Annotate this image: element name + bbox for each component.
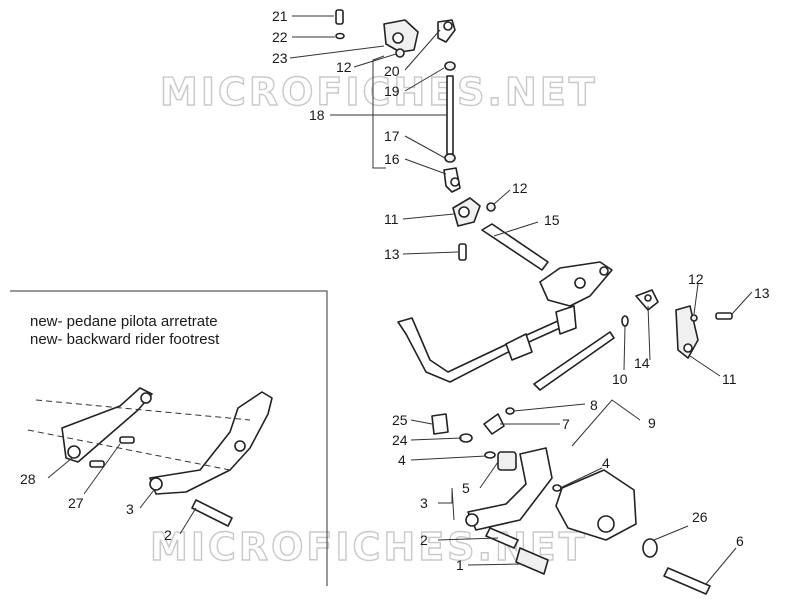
label-25: 25 <box>392 412 408 428</box>
label-7: 7 <box>562 416 570 432</box>
label-12: 12 <box>336 59 352 75</box>
label-15: 15 <box>544 212 560 228</box>
label-4: 4 <box>398 452 406 468</box>
rear-subframe <box>397 261 613 383</box>
new-footrest-parts <box>27 387 273 527</box>
label-10: 10 <box>612 371 628 387</box>
label-4: 4 <box>602 455 610 471</box>
label-21: 21 <box>272 8 288 24</box>
part-labels: 21 22 23 12 20 19 18 17 16 12 11 15 13 1… <box>20 8 770 573</box>
inset-frame <box>10 290 328 586</box>
label-17: 17 <box>384 128 400 144</box>
label-3: 3 <box>126 501 134 517</box>
label-14: 14 <box>634 355 650 371</box>
watermark-top: MICROFICHES.NET <box>160 70 598 114</box>
label-13: 13 <box>754 285 770 301</box>
label-18: 18 <box>309 107 325 123</box>
label-12: 12 <box>688 271 704 287</box>
note-line-italian: new- pedane pilota arretrate <box>30 313 218 330</box>
label-24: 24 <box>392 432 408 448</box>
label-2: 2 <box>164 527 172 543</box>
leader-lines <box>47 15 753 585</box>
label-11: 11 <box>384 211 399 227</box>
label-11: 11 <box>722 371 737 387</box>
label-6: 6 <box>736 533 744 549</box>
label-9: 9 <box>648 415 656 431</box>
label-28: 28 <box>20 471 36 487</box>
label-13: 13 <box>384 246 400 262</box>
label-26: 26 <box>692 509 708 525</box>
label-23: 23 <box>272 50 288 66</box>
label-20: 20 <box>384 63 400 79</box>
right-linkage <box>483 289 733 435</box>
label-5: 5 <box>462 480 470 496</box>
upper-linkage <box>335 9 549 271</box>
gear-pedal-assembly <box>431 413 711 595</box>
label-16: 16 <box>384 151 400 167</box>
label-8: 8 <box>590 397 598 413</box>
note-line-english: new- backward rider footrest <box>30 331 220 348</box>
label-19: 19 <box>384 83 400 99</box>
label-22: 22 <box>272 29 288 45</box>
label-27: 27 <box>68 495 84 511</box>
label-1: 1 <box>456 557 464 573</box>
label-12: 12 <box>512 180 528 196</box>
label-2: 2 <box>420 532 428 548</box>
label-3: 3 <box>420 495 428 511</box>
